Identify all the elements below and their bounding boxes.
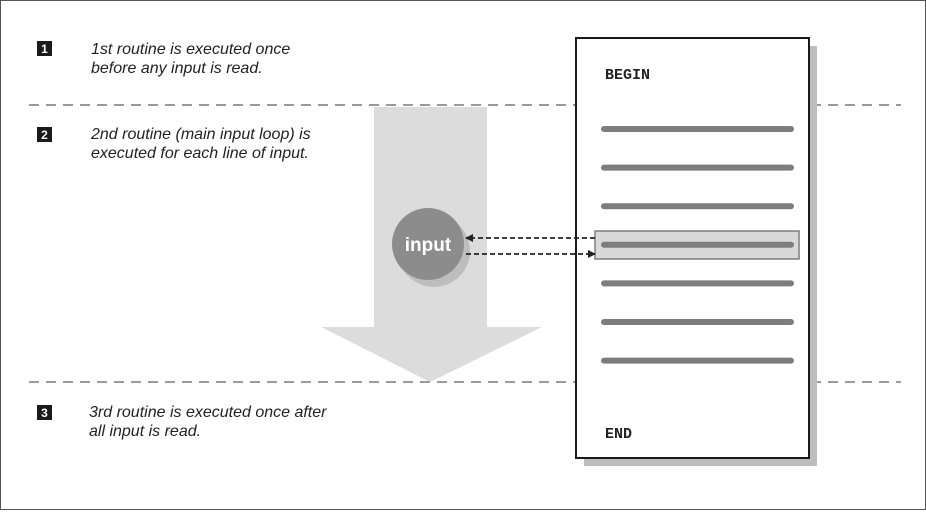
begin-label: BEGIN [605, 67, 650, 84]
svg-text:2: 2 [41, 128, 48, 142]
step-1-description-line-1: 1st routine is executed once [91, 41, 290, 58]
svg-text:3: 3 [41, 406, 48, 420]
step-2-description-line-2: executed for each line of input. [91, 145, 309, 162]
input-label: input [405, 235, 452, 256]
step-badge-1: 1 [37, 41, 52, 56]
input-circle [392, 208, 464, 280]
end-label: END [605, 426, 632, 443]
step-3-description-line-1: 3rd routine is executed once after [89, 404, 327, 421]
program-body-lines [601, 126, 794, 364]
svg-text:1: 1 [41, 42, 48, 56]
step-badge-3: 3 [37, 405, 52, 420]
step-badge-2: 2 [37, 127, 52, 142]
step-1-description-line-2: before any input is read. [91, 60, 263, 77]
step-3-description-line-2: all input is read. [89, 423, 201, 440]
step-2-description-line-1: 2nd routine (main input loop) is [90, 126, 311, 143]
